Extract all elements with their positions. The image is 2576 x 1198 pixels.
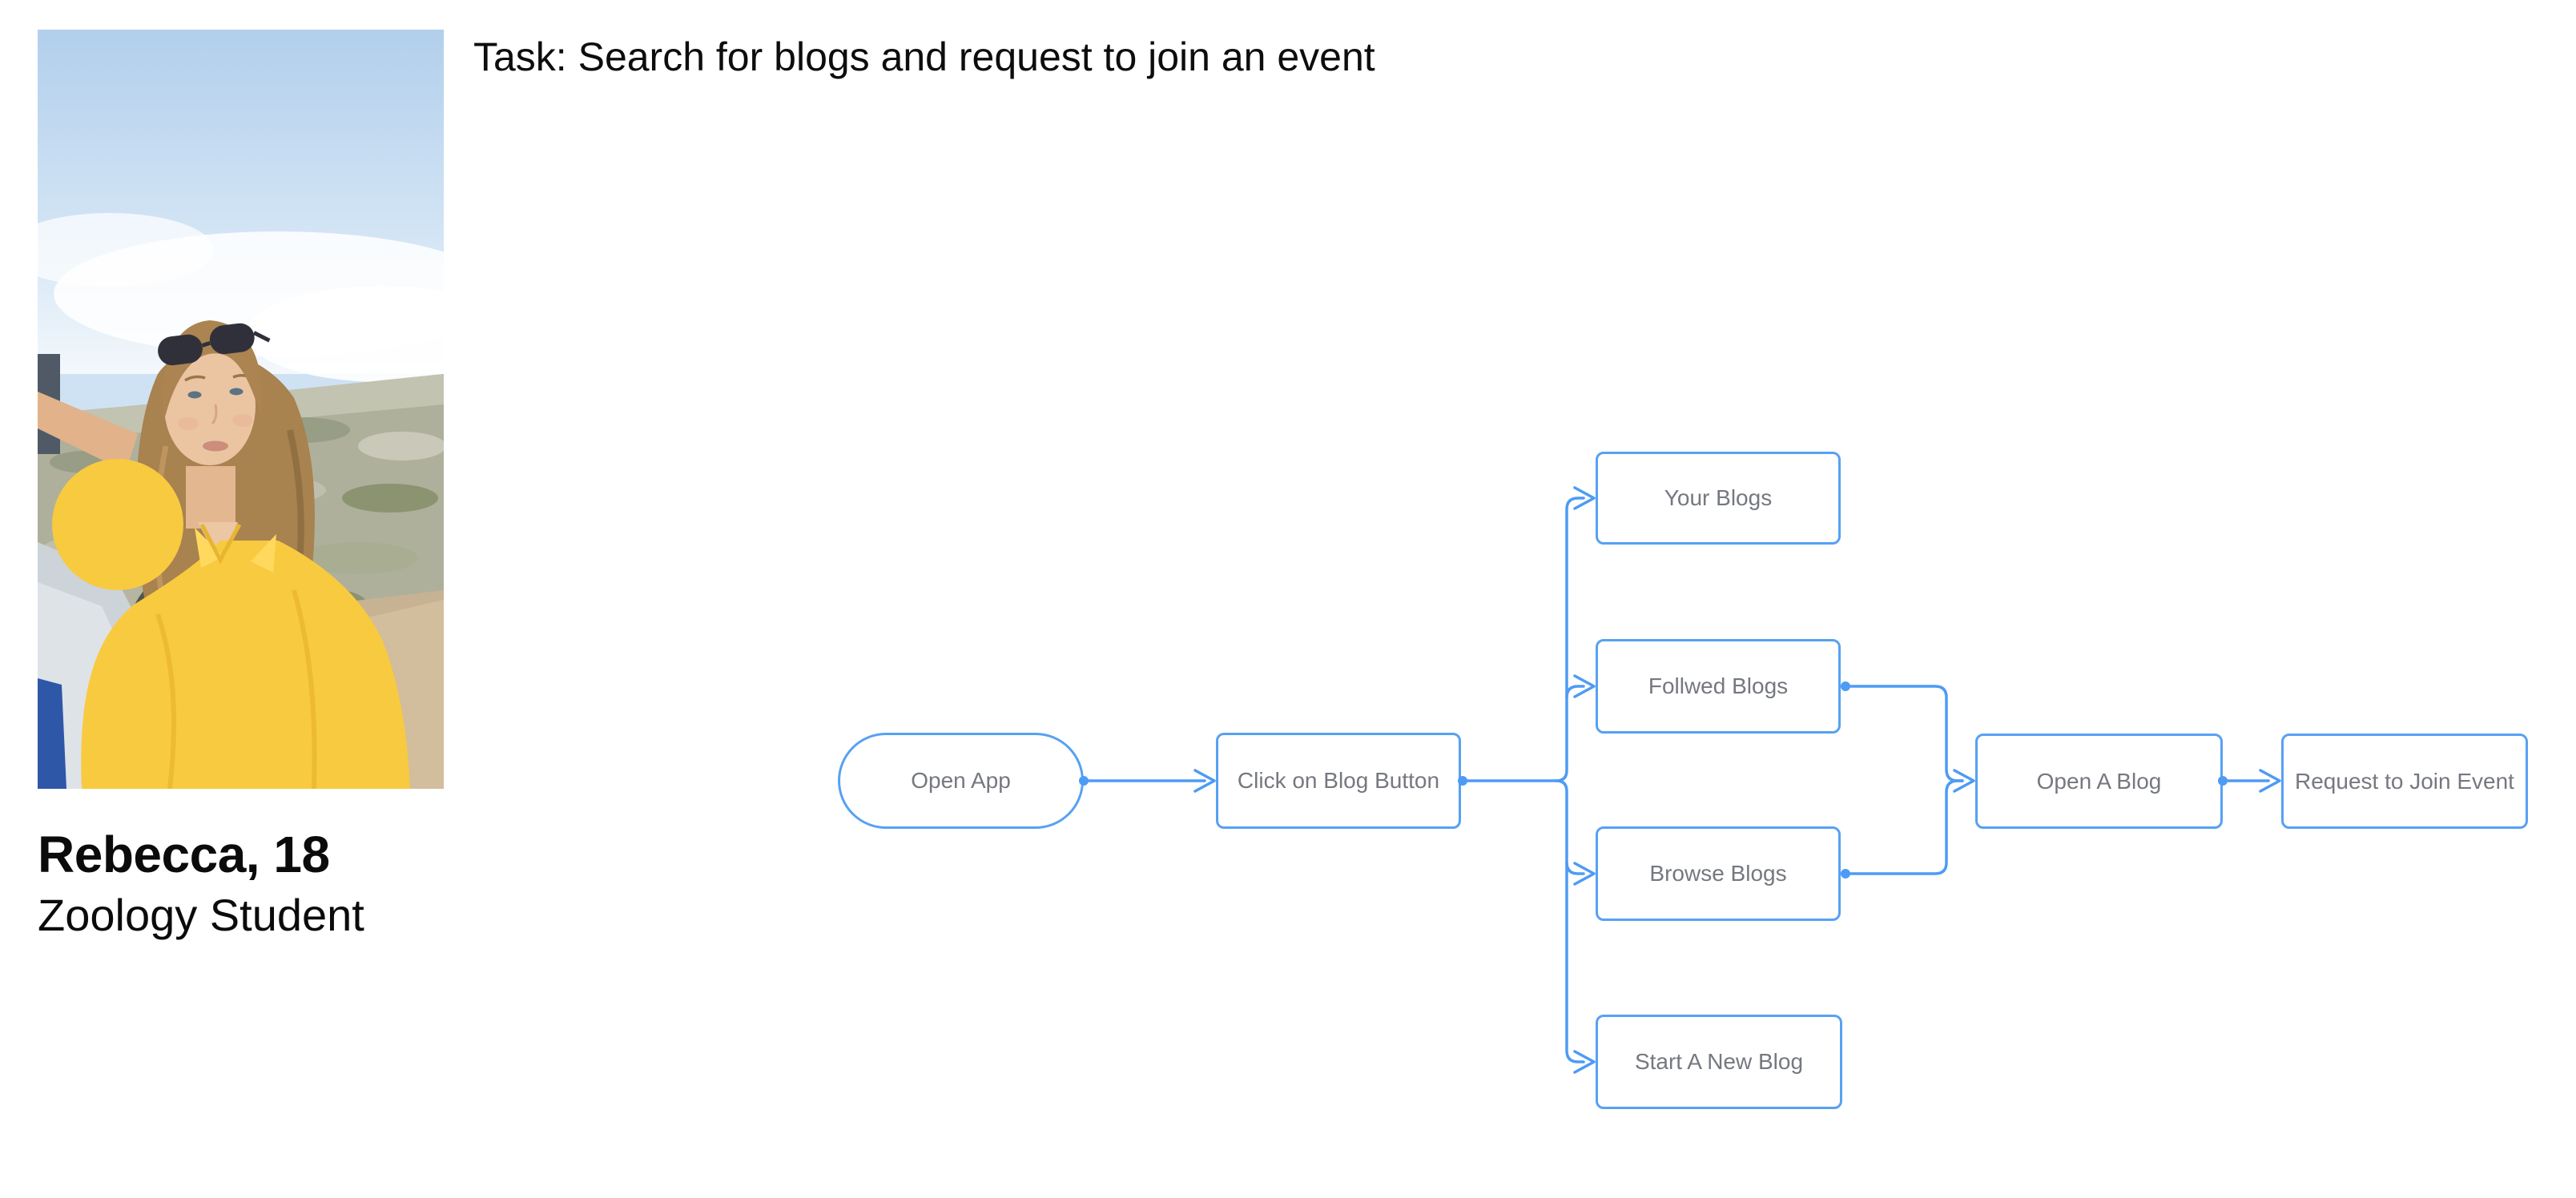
edge-start-dot xyxy=(1841,681,1850,691)
flow-node-label: Click on Blog Button xyxy=(1237,768,1440,793)
flow-node-open-a-blog[interactable]: Open A Blog xyxy=(1975,734,2223,829)
edge-start-dot xyxy=(1841,869,1850,878)
arrowhead-icon xyxy=(1573,1050,1596,1074)
flow-node-label: Open App xyxy=(911,768,1011,793)
edge-open-a-blog-to-request xyxy=(2218,769,2281,793)
edge-click-blog-branches xyxy=(1458,486,1596,1074)
arrowhead-icon xyxy=(1953,769,1975,793)
arrowhead-icon xyxy=(1573,486,1596,510)
task-label: Task: Search for blogs and request to jo… xyxy=(473,34,1375,79)
flow-node-label: Start A New Blog xyxy=(1634,1049,1804,1074)
arrowhead-icon xyxy=(1193,769,1216,793)
persona-role: Zoology Student xyxy=(38,890,364,940)
arrowhead-icon xyxy=(2259,769,2281,793)
flow-node-click-blog-button[interactable]: Click on Blog Button xyxy=(1216,733,1461,829)
persona-photo-illustration xyxy=(38,30,444,789)
flow-node-browse-blogs[interactable]: Browse Blogs xyxy=(1596,826,1841,921)
edge-merge-to-open-a-blog xyxy=(1841,681,1975,878)
flow-node-your-blogs[interactable]: Your Blogs xyxy=(1596,452,1841,545)
arrowhead-icon xyxy=(1573,674,1596,698)
flow-node-open-app[interactable]: Open App xyxy=(838,733,1084,829)
persona-photo xyxy=(38,30,444,789)
flow-node-label: Follwed Blogs xyxy=(1648,673,1789,698)
flow-node-label: Browse Blogs xyxy=(1649,861,1787,886)
arrowhead-icon xyxy=(1573,862,1596,886)
flow-node-follwed-blogs[interactable]: Follwed Blogs xyxy=(1596,639,1841,734)
flow-node-start-a-new-blog[interactable]: Start A New Blog xyxy=(1596,1015,1842,1109)
edge-open-app-to-click-blog xyxy=(1079,769,1216,793)
sunglasses-icon xyxy=(158,323,271,366)
flow-node-label: Open A Blog xyxy=(2036,768,2162,794)
flow-node-label: Your Blogs xyxy=(1664,485,1773,510)
flow-node-request-to-join-event[interactable]: Request to Join Event xyxy=(2281,734,2528,829)
persona-name: Rebecca, 18 xyxy=(38,826,330,883)
flow-node-label: Request to Join Event xyxy=(2295,768,2514,794)
